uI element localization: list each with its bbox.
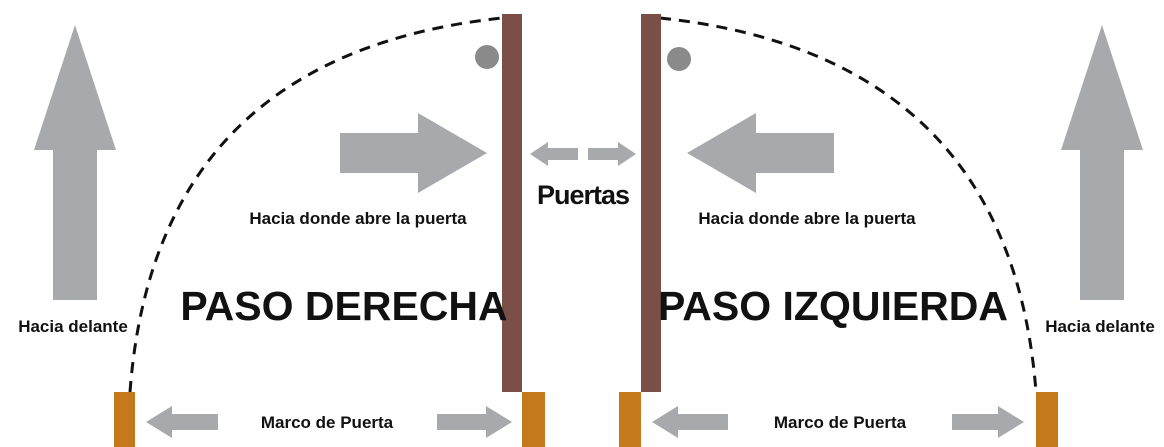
label-frame-right: Marco de Puerta [774, 413, 907, 432]
label-doors: Puertas [537, 180, 629, 210]
label-frame-left: Marco de Puerta [261, 413, 394, 432]
frame-post-4 [1036, 392, 1058, 447]
frame-arrow-2-icon [437, 406, 512, 438]
frame-post-1 [114, 392, 135, 447]
swing-arc-right [659, 16, 1038, 393]
doors-arrow-left-icon [530, 142, 578, 166]
door-right [641, 14, 661, 392]
frame-post-3 [619, 392, 641, 447]
frame-arrow-1-icon [146, 406, 218, 438]
swing-arc-left [128, 16, 503, 393]
label-forward-right: Hacia delante [1045, 317, 1155, 336]
forward-arrow-left-icon [34, 25, 116, 300]
door-left [502, 14, 522, 392]
label-opens-right: Hacia donde abre la puerta [698, 209, 916, 228]
label-forward-left: Hacia delante [18, 317, 128, 336]
forward-arrow-right-icon [1061, 25, 1143, 300]
label-step-left: PASO IZQUIERDA [658, 283, 1008, 329]
frame-arrow-4-icon [952, 406, 1024, 438]
label-step-right: PASO DERECHA [180, 283, 507, 329]
frame-post-2 [522, 392, 545, 447]
hinge-left-icon [475, 45, 499, 69]
opens-arrow-left-icon [340, 113, 487, 193]
doors-arrow-right-icon [588, 142, 636, 166]
hinge-right-icon [667, 47, 691, 71]
label-opens-left: Hacia donde abre la puerta [249, 209, 467, 228]
frame-arrow-3-icon [652, 406, 728, 438]
opens-arrow-right-icon [687, 113, 834, 193]
